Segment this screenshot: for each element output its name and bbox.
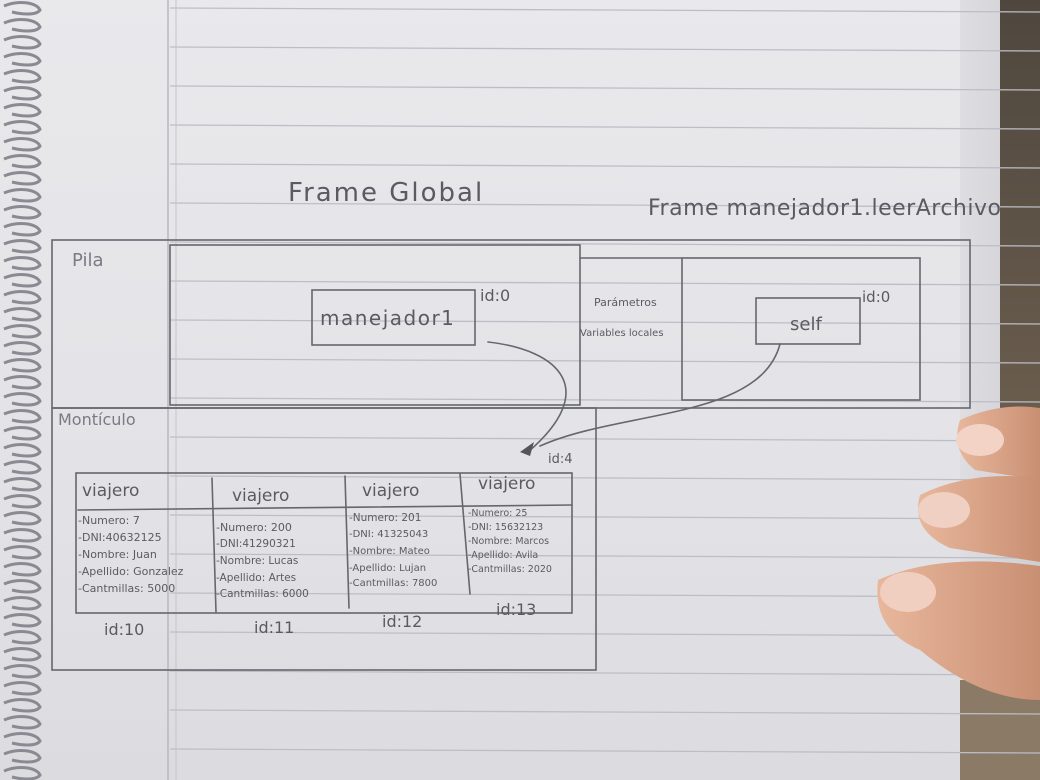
viajero-cantmillas: -Cantmillas: 6000 <box>216 588 309 600</box>
spiral-binding-icon <box>3 1 42 780</box>
viajero-numero: -Numero: 201 <box>349 512 422 524</box>
viajero-apellido: -Apellido: Avila <box>468 550 539 561</box>
viajero-title: viajero <box>478 474 536 494</box>
viajero-nombre: -Nombre: Mateo <box>349 546 430 557</box>
viajero-id: id:10 <box>104 620 145 639</box>
viajero-nombre: -Nombre: Lucas <box>216 555 299 567</box>
title-frame2: Frame manejador1.leerArchivo <box>648 196 1002 221</box>
background-shadow <box>1000 0 1040 420</box>
viajero-cantmillas: -Cantmillas: 7800 <box>349 578 438 589</box>
viajero-title: viajero <box>232 486 290 506</box>
viajero-dni: -DNI: 41325043 <box>349 529 429 540</box>
manejador1-var: manejador1 <box>320 306 456 330</box>
viajero-id: id:12 <box>382 612 423 631</box>
self-var: self <box>790 314 822 335</box>
viajero-numero: -Numero: 25 <box>468 508 528 519</box>
viajero-cantmillas: -Cantmillas: 5000 <box>78 582 176 595</box>
viajero-id: id:13 <box>496 600 537 619</box>
frame2-id-label: id:0 <box>862 288 891 306</box>
viajero-dni: -DNI:41290321 <box>216 538 296 550</box>
viajero-id: id:11 <box>254 618 295 637</box>
title-global: Frame Global <box>288 178 485 208</box>
list-id-label: id:4 <box>548 452 573 467</box>
viajero-dni: -DNI: 15632123 <box>468 522 544 533</box>
viajero-numero: -Numero: 200 <box>216 521 292 534</box>
monticulo-label: Montículo <box>58 410 136 429</box>
global-id-label: id:0 <box>480 286 511 305</box>
viajero-apellido: -Apellido: Artes <box>216 572 297 584</box>
viajero-apellido: -Apellido: Lujan <box>349 563 427 574</box>
viajero-dni: -DNI:40632125 <box>78 531 162 544</box>
viajero-nombre: -Nombre: Juan <box>78 548 157 561</box>
viajero-nombre: -Nombre: Marcos <box>468 536 550 547</box>
viajero-title: viajero <box>362 481 420 501</box>
parametros-label: Parámetros <box>594 296 657 309</box>
viajero-title: viajero <box>82 481 140 501</box>
variables-locales-label: Variables locales <box>580 328 664 339</box>
background-table <box>960 680 1040 780</box>
viajero-numero: -Numero: 7 <box>78 514 140 527</box>
viajero-cantmillas: -Cantmillas: 2020 <box>468 564 552 575</box>
viajero-apellido: -Apellido: Gonzalez <box>78 565 184 578</box>
pila-label: Pila <box>72 250 104 271</box>
